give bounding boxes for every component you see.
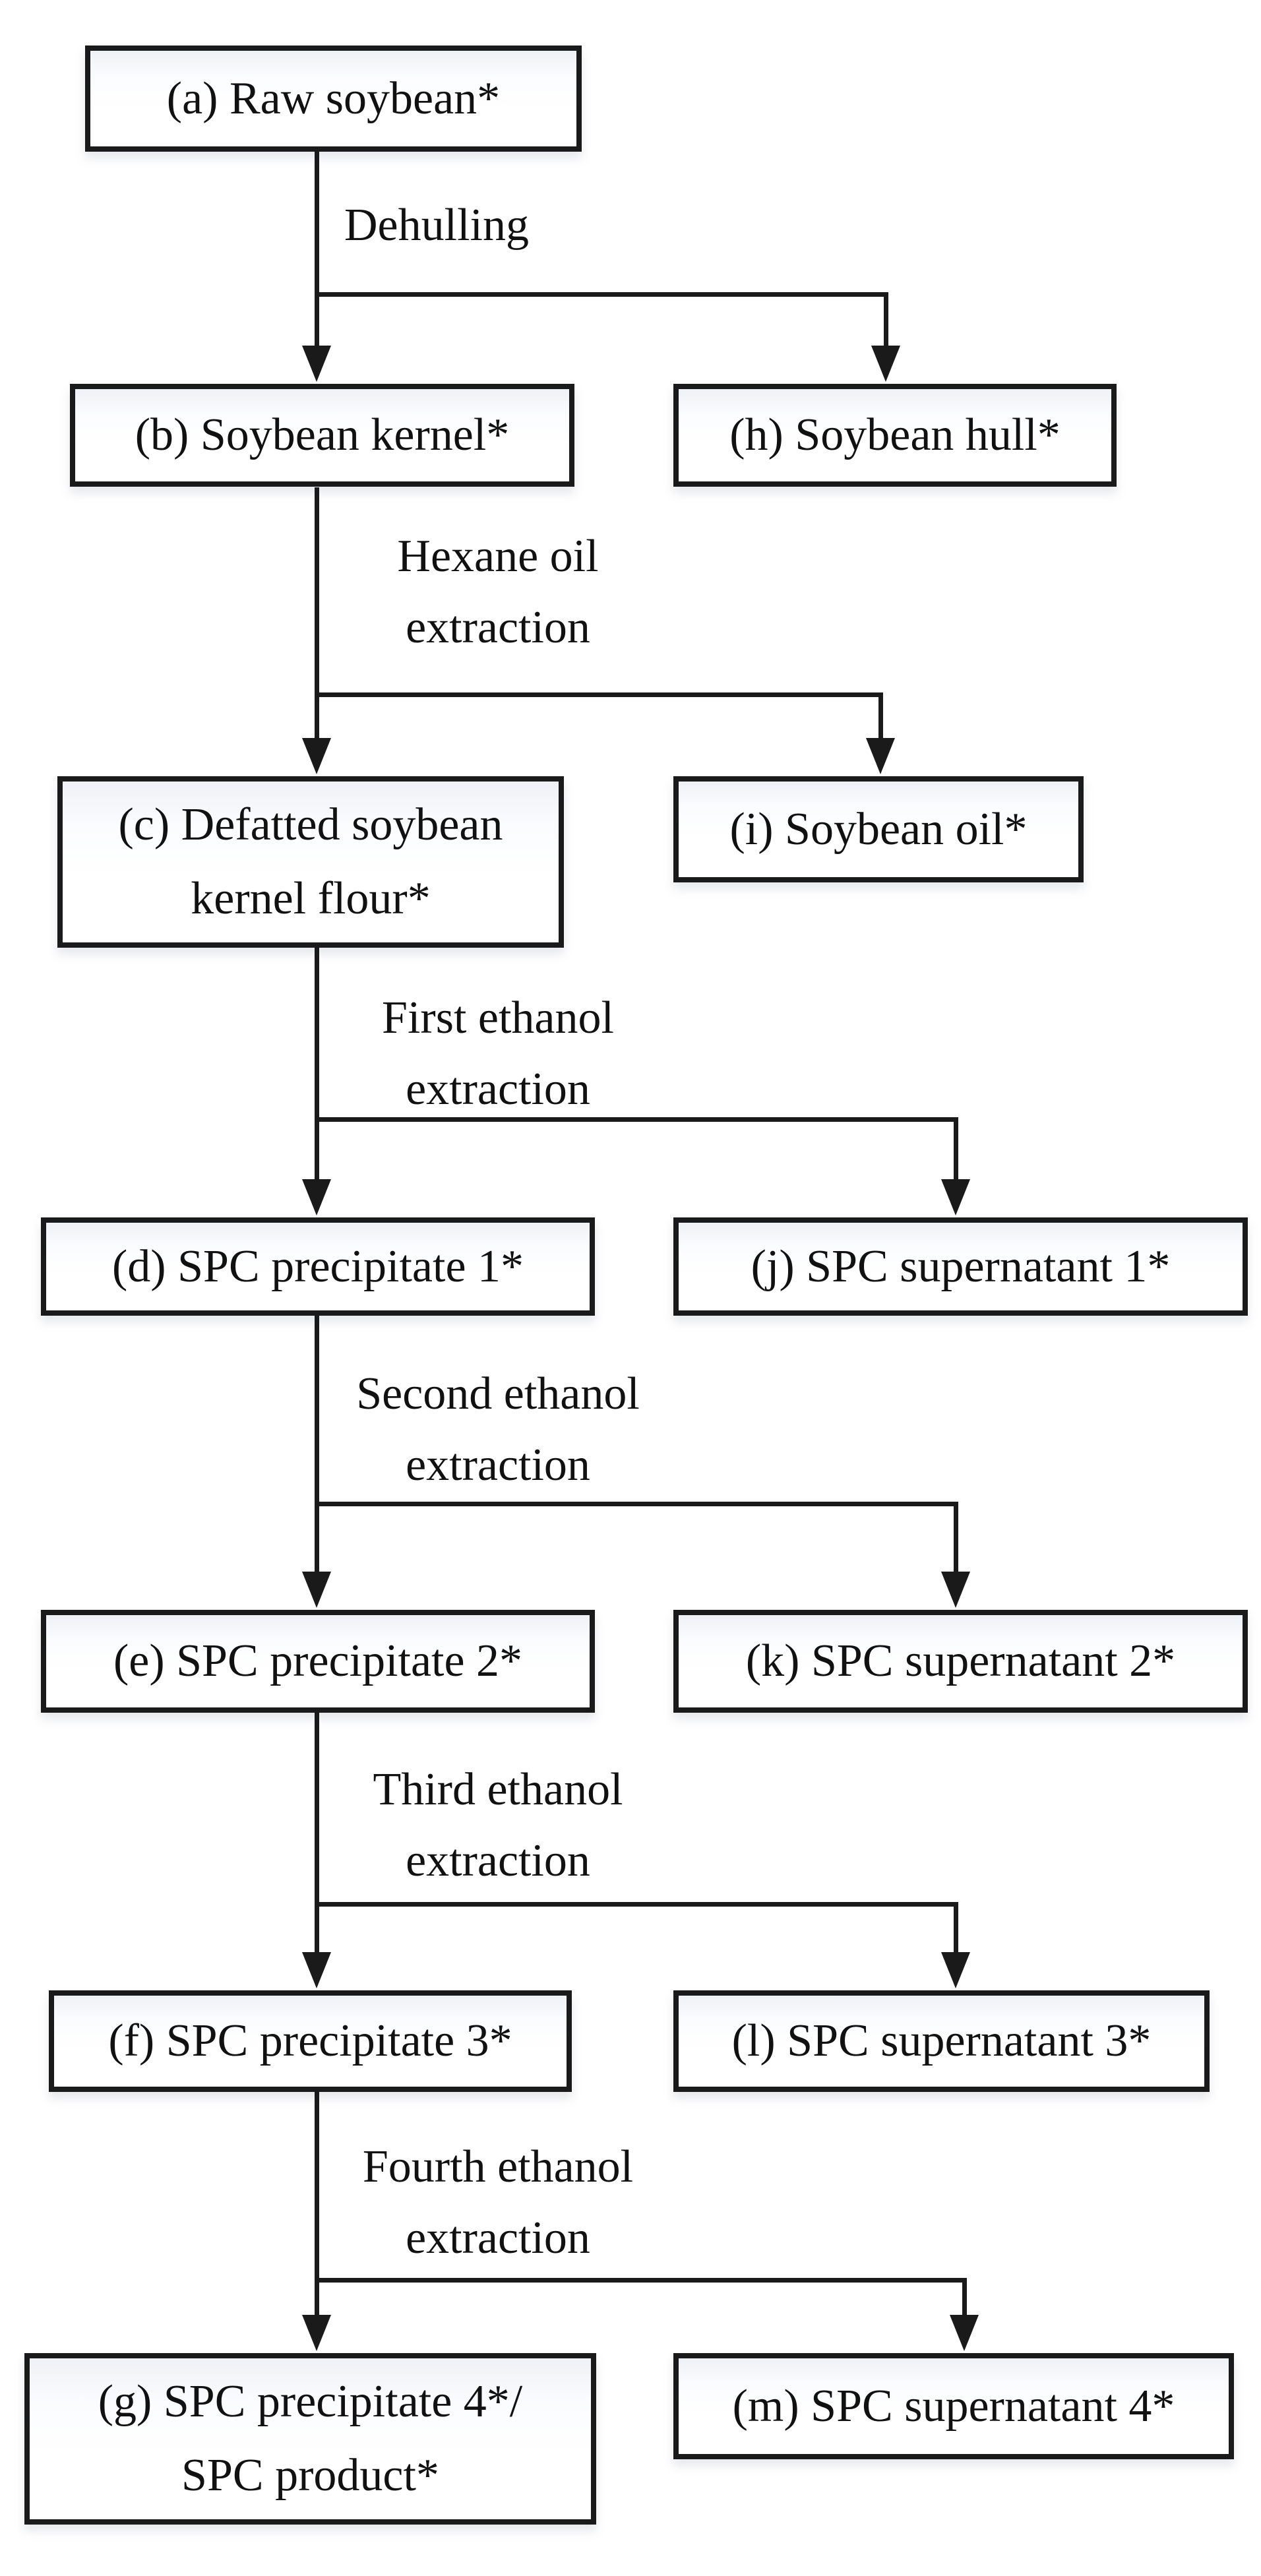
- flow-line-vertical: [315, 947, 319, 1179]
- process-label-line: Dehulling: [344, 200, 529, 251]
- process-label-third-ethanol-extraction: Third ethanol extraction: [333, 1754, 663, 1897]
- flow-line-horizontal: [315, 692, 883, 697]
- node-spc-supernatant-1: (j) SPC supernatant 1*: [673, 1217, 1248, 1316]
- process-label-line: First ethanol: [382, 993, 614, 1043]
- flow-line-vertical: [315, 1712, 319, 1952]
- node-spc-supernatant-2: (k) SPC supernatant 2*: [673, 1610, 1248, 1713]
- process-label-line: extraction: [406, 1440, 590, 1490]
- flow-line-vertical: [954, 1902, 958, 1952]
- process-label-line: Hexane oil: [397, 531, 599, 582]
- flow-line-vertical: [315, 150, 319, 346]
- flow-line-horizontal: [315, 2278, 967, 2283]
- arrow-down-icon: [302, 1179, 331, 1215]
- arrow-down-icon: [950, 2315, 979, 2351]
- flow-line-horizontal: [315, 292, 888, 297]
- flow-line-vertical: [878, 692, 883, 738]
- node-spc-supernatant-3: (l) SPC supernatant 3*: [673, 1990, 1210, 2092]
- arrow-down-icon: [941, 1179, 970, 1215]
- flow-line-horizontal: [315, 1502, 958, 1506]
- node-label: (l) SPC supernatant 3*: [731, 2015, 1152, 2066]
- node-label: (b) Soybean kernel*: [135, 410, 510, 460]
- process-label-line: Fourth ethanol: [362, 2141, 634, 2192]
- arrow-down-icon: [302, 2315, 331, 2351]
- node-soybean-kernel: (b) Soybean kernel*: [70, 384, 574, 487]
- process-label-line: Second ethanol: [356, 1368, 640, 1419]
- process-label-fourth-ethanol-extraction: Fourth ethanol extraction: [333, 2131, 663, 2274]
- node-soybean-oil: (i) Soybean oil*: [673, 776, 1084, 882]
- node-label: (j) SPC supernatant 1*: [751, 1241, 1171, 1292]
- arrow-down-icon: [302, 346, 331, 382]
- node-defatted-soybean-kernel-flour: (c) Defatted soybean kernel flour*: [57, 776, 564, 948]
- flow-line-horizontal: [315, 1117, 958, 1122]
- node-label: (k) SPC supernatant 2*: [745, 1636, 1176, 1686]
- arrow-down-icon: [941, 1572, 970, 1608]
- node-spc-precipitate-3: (f) SPC precipitate 3*: [49, 1990, 572, 2092]
- process-label-first-ethanol-extraction: First ethanol extraction: [333, 983, 663, 1125]
- node-spc-precipitate-4-product: (g) SPC precipitate 4*/ SPC product*: [24, 2353, 596, 2525]
- node-spc-precipitate-2: (e) SPC precipitate 2*: [41, 1610, 595, 1713]
- node-raw-soybean: (a) Raw soybean*: [85, 46, 582, 152]
- arrow-down-icon: [302, 1572, 331, 1608]
- node-label: SPC product*: [181, 2450, 439, 2501]
- node-label: (g) SPC precipitate 4*/: [98, 2376, 523, 2427]
- flow-line-vertical: [315, 1315, 319, 1572]
- flow-line-vertical: [954, 1117, 958, 1179]
- process-label-line: extraction: [406, 1064, 590, 1115]
- flow-line-vertical: [962, 2278, 967, 2315]
- node-label: (f) SPC precipitate 3*: [108, 2015, 512, 2066]
- node-label: (m) SPC supernatant 4*: [732, 2380, 1175, 2432]
- flow-line-horizontal: [315, 1902, 958, 1907]
- node-label: (e) SPC precipitate 2*: [113, 1636, 523, 1686]
- node-label: (h) Soybean hull*: [729, 410, 1061, 460]
- node-label: (a) Raw soybean*: [166, 73, 501, 124]
- node-spc-supernatant-4: (m) SPC supernatant 4*: [673, 2353, 1234, 2459]
- node-spc-precipitate-1: (d) SPC precipitate 1*: [41, 1217, 595, 1316]
- node-label: (i) Soybean oil*: [729, 803, 1028, 855]
- process-label-line: extraction: [406, 1835, 590, 1886]
- flow-line-vertical: [954, 1502, 958, 1572]
- process-label-line: Third ethanol: [373, 1764, 623, 1815]
- node-label: (d) SPC precipitate 1*: [111, 1241, 524, 1292]
- arrow-down-icon: [871, 346, 900, 382]
- flow-line-vertical: [315, 2091, 319, 2315]
- node-label: kernel flour*: [191, 873, 431, 924]
- arrow-down-icon: [866, 738, 895, 774]
- process-label-dehulling: Dehulling: [344, 190, 529, 261]
- arrow-down-icon: [302, 738, 331, 774]
- process-label-line: extraction: [406, 2213, 590, 2263]
- arrow-down-icon: [302, 1952, 331, 1988]
- process-label-second-ethanol-extraction: Second ethanol extraction: [333, 1359, 663, 1501]
- node-label: (c) Defatted soybean: [118, 799, 503, 850]
- node-soybean-hull: (h) Soybean hull*: [673, 384, 1117, 487]
- process-label-line: extraction: [406, 602, 590, 653]
- flow-line-vertical: [315, 487, 319, 738]
- process-label-hexane-oil-extraction: Hexane oil extraction: [333, 521, 663, 663]
- flow-line-vertical: [884, 292, 888, 346]
- arrow-down-icon: [941, 1952, 970, 1988]
